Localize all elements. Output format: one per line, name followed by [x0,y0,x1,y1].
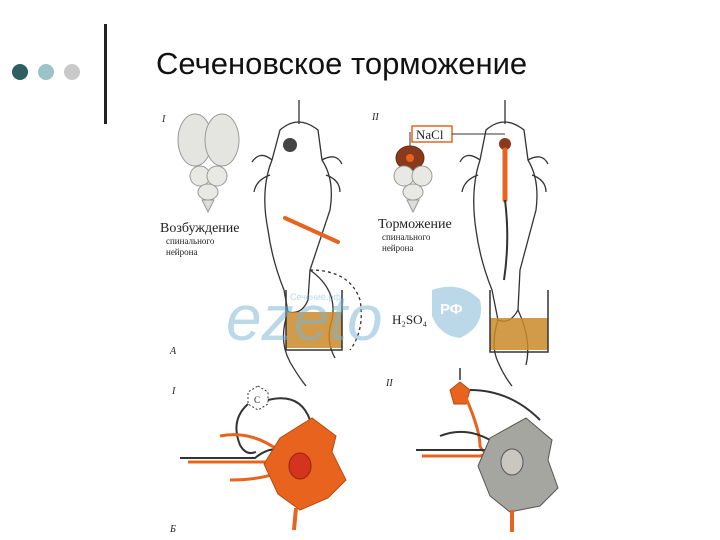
nav-dots [12,64,92,84]
caption-inhibition: Торможение [378,217,452,232]
neuron-label-c: С [254,395,260,405]
roman-label-bottom-left: I [171,386,176,397]
watermark-site: Сечение.рф [290,292,341,302]
frog-left-head-marker [283,138,297,152]
salt-label: NaCl [416,127,444,142]
caption-excitation: Возбуждение [160,221,239,236]
accent-vertical-line [104,24,107,124]
roman-label-top-right: II [371,112,379,123]
nav-dot-3 [64,64,80,80]
panel-letter-b: Б [169,524,176,535]
caption-excitation-2: спинального [166,236,215,246]
nav-dot-1 [12,64,28,80]
nav-dot-2 [38,64,54,80]
brain-right [393,145,433,214]
frog-right-head-marker [499,138,511,150]
acid-label: H₂SO₄ [392,312,428,327]
panel-letter-a: А [169,346,177,357]
brain-left [177,113,240,214]
beaker-right [489,290,549,353]
slide-title: Сеченовское торможение [156,46,528,81]
watermark-rf: РФ [440,301,463,318]
frog-left-stimulus-electrode [283,216,340,244]
roman-label-bottom-right: II [385,378,393,389]
watermark-text: ezeto [226,282,383,354]
frog-right-nerve [503,199,509,281]
roman-label-top-left: I [161,114,166,125]
caption-inhibition-2: спинального [382,232,431,242]
neuron-right [416,368,559,532]
neuron-left [180,385,347,531]
sechenov-figure: I II Возбуждение спинального нейрона [160,100,560,535]
caption-inhibition-3: нейрона [382,243,413,253]
watermark: ezeto Сечение.рф РФ [226,282,482,354]
caption-excitation-3: нейрона [166,247,197,257]
beaker-left [285,290,343,351]
